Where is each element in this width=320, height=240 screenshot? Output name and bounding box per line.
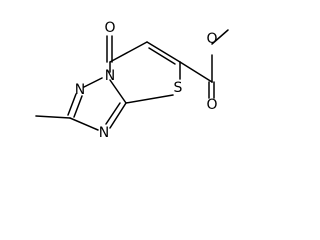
bond-n2-c2-double bbox=[67, 93, 77, 116]
atom-ring-n-bottom: N bbox=[99, 125, 109, 141]
bond-c6-c5-inner bbox=[148, 47, 176, 65]
bond-c6-c5-double bbox=[146, 41, 181, 63]
bond-n3-c8a-double bbox=[109, 102, 127, 129]
bond-n1-n2 bbox=[83, 77, 103, 88]
bond-s-c8a bbox=[125, 94, 174, 104]
atom-carbonyl-oxygen: O bbox=[104, 20, 115, 36]
bond-n2-c2-inner bbox=[73, 95, 83, 118]
bond-c8a-n1 bbox=[109, 79, 127, 104]
bond-c2-methyl bbox=[35, 115, 71, 119]
atom-ring-sulfur: S bbox=[174, 80, 183, 96]
bond-n3-c8a-inner bbox=[105, 102, 121, 125]
bond-c7-c6 bbox=[109, 41, 148, 63]
bond-ester-o-methyl bbox=[211, 29, 229, 45]
atom-ester-oxygen-single: O bbox=[206, 31, 217, 47]
structure-svg: O N N N S O O bbox=[35, 20, 229, 141]
bond-c2-n3 bbox=[69, 117, 99, 131]
atom-ring-n-left: N bbox=[75, 82, 85, 98]
atom-ester-oxygen-double: O bbox=[206, 97, 217, 113]
bond-c5-ester-c bbox=[179, 61, 213, 83]
atom-ring-n-top: N bbox=[105, 68, 115, 84]
molecule-drawing: O N N N S O O bbox=[0, 0, 229, 149]
